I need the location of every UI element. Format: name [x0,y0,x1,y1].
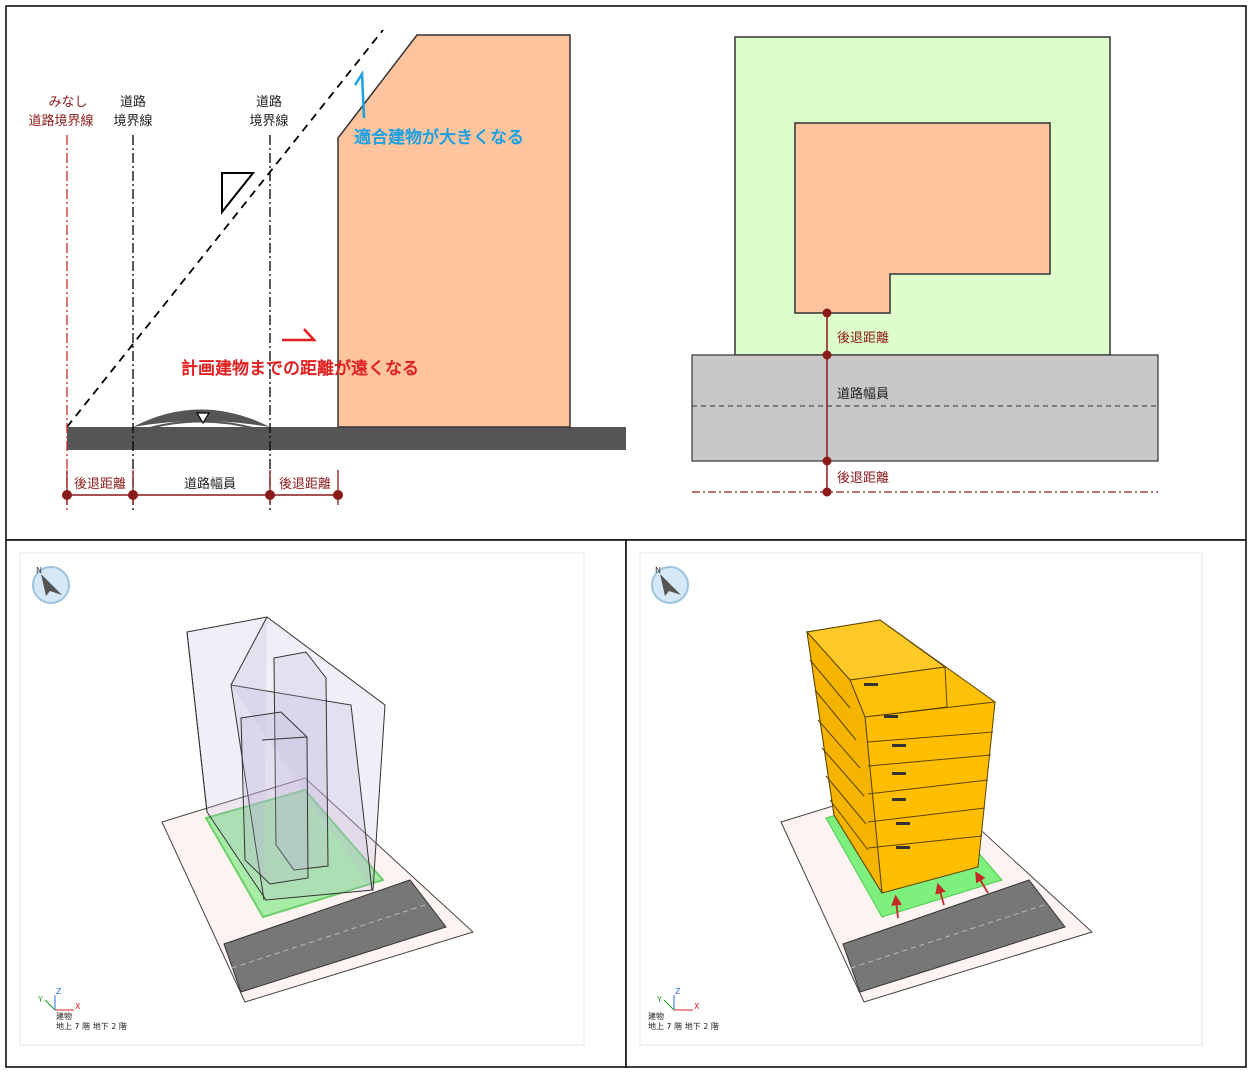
section-diagram: みなし 道路境界線 道路 境界線 道路 境界線 適合建物が大きくなる 計画建物ま… [28,29,626,510]
dim-dot [128,490,138,500]
slope-triangle [221,172,256,215]
svg-text:N: N [36,566,42,575]
envelope-volumes [186,616,386,901]
compass-icon[interactable]: N [32,566,70,604]
buildable-area [204,788,385,919]
plan-label-setback-bottom: 後退距離 [837,471,889,486]
building-section [337,34,571,428]
info-title: 建物 [648,1011,664,1021]
dim-setback-left: 後退距離 [74,477,126,492]
plan-diagram: 後退距離 道路幅員 後退距離 [691,36,1159,497]
label-deemed-line2: 道路境界線 [28,113,93,129]
blue-arrow-icon [353,69,366,119]
plan-label-road-width: 道路幅員 [837,386,889,402]
axis-z-label: Z [675,987,681,996]
building-volume [806,619,996,894]
dim-setback-right: 後退距離 [279,477,331,492]
dim-road-width: 道路幅員 [184,476,236,492]
axis-gizmo: Z X Y [656,987,700,1011]
dim-dot [822,456,832,466]
red-arrow-icon [282,328,317,342]
plan-label-setback-top: 後退距離 [837,331,889,346]
view-right: N [639,552,1203,1046]
slant-line [66,29,384,428]
dim-dot [822,487,832,497]
red-arrows [891,871,989,919]
axis-y-label: Y [656,995,662,1004]
axis-x-label: X [75,1002,81,1011]
dim-dot [333,490,343,500]
road-3d [842,879,1066,993]
info-floors: 地上 7 階 地下 2 階 [56,1021,127,1031]
building-plan [794,122,1051,314]
label-road-boundary-right-2: 境界線 [249,113,288,129]
info-floors: 地上 7 階 地下 2 階 [648,1021,719,1031]
svg-text:N: N [655,566,661,575]
annotation-building-larger: 適合建物が大きくなる [354,127,524,148]
dim-dot [822,308,832,318]
road-crown [132,420,271,434]
level-marker-icon [195,412,211,425]
road-3d-centerline [231,903,429,969]
view-left: N Z X Y 建物 地上 7 階 地下 2 階 [19,552,585,1046]
label-deemed-line1: みなし [48,95,87,110]
ground [67,409,626,450]
info-title: 建物 [56,1011,72,1021]
axis-y-label: Y [37,995,43,1004]
axis-x-label: X [694,1002,700,1011]
floor-markers [864,683,910,849]
axis-gizmo: Z X Y [37,987,81,1011]
road-plan [691,354,1159,462]
dim-dot [62,490,72,500]
dim-dot [265,490,275,500]
dim-dot [822,350,832,360]
label-road-boundary-left-1: 道路 [120,94,146,110]
label-road-boundary-right-1: 道路 [256,94,282,110]
axis-z-label: Z [56,987,62,996]
compass-icon[interactable]: N [651,566,689,604]
label-road-boundary-left-2: 境界線 [113,113,152,129]
road-3d-centerline [850,903,1048,969]
road-3d [223,879,447,993]
annotation-distance-farther: 計画建物までの距離が遠くなる [181,358,419,379]
road-surface [133,421,270,427]
